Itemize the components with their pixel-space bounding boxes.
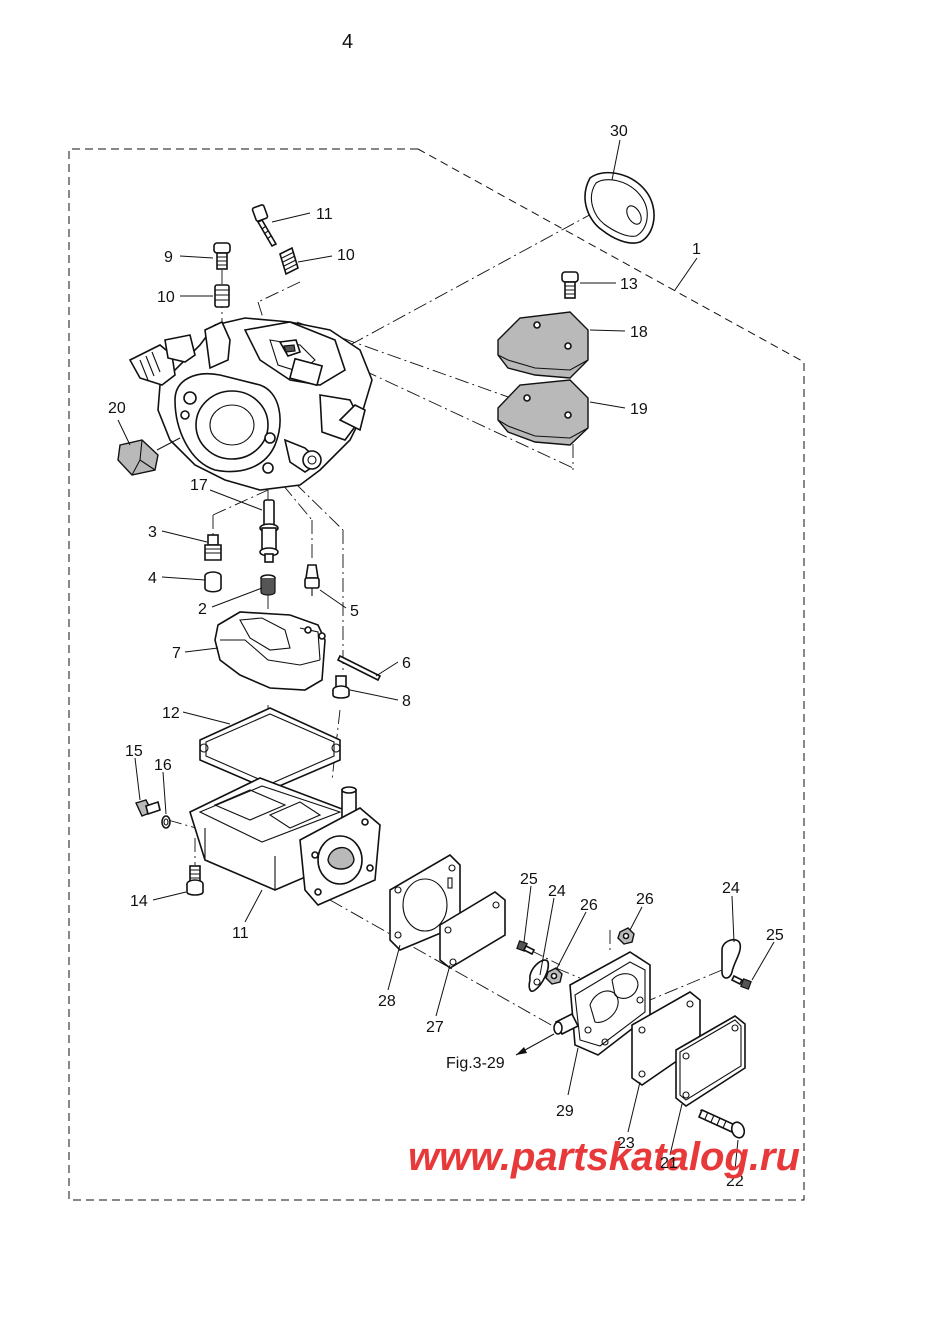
part-2-needle [260, 574, 276, 596]
callout-25-left: 25 [520, 871, 538, 888]
part-6-pin [336, 654, 382, 682]
callout-16: 16 [154, 757, 172, 774]
callout-13: 12 [162, 705, 180, 722]
part-25-screw-right [730, 974, 752, 990]
callout-12: 11 [232, 925, 249, 942]
callout-9: 9 [164, 249, 173, 266]
part-4-plug [204, 571, 222, 593]
callout-24-left: 24 [548, 883, 566, 900]
callout-20: 20 [108, 400, 126, 417]
callout-23: 23 [617, 1135, 635, 1152]
watermark: www.partskatalog.ru [408, 1135, 800, 1179]
leader-lines [117, 139, 775, 1171]
callout-30: 30 [610, 123, 628, 140]
part-24-reed-left [528, 959, 550, 993]
part-12-float-chamber [189, 777, 381, 906]
callout-4: 4 [148, 570, 157, 587]
part-21-cover [675, 1015, 746, 1107]
part-16-washer [161, 815, 171, 829]
callout-14-top: 13 [620, 276, 638, 293]
callout-17: 17 [190, 477, 208, 494]
part-10-spring-upper [279, 246, 299, 276]
callout-3: 3 [148, 524, 157, 541]
part-26-nut-right [617, 927, 635, 945]
part-11-screw [251, 204, 278, 248]
part-15-screw [135, 799, 161, 817]
part-30-gasket [584, 171, 655, 244]
callout-28: 28 [378, 993, 396, 1010]
part-3-jet [204, 534, 222, 561]
part-9-screw [213, 242, 231, 270]
part-20-pad [117, 439, 159, 476]
callout-5: 5 [350, 603, 359, 620]
assembly-boundary [68, 148, 805, 1201]
part-18-cover [497, 311, 589, 379]
part-8-screw [332, 675, 350, 699]
part-13-gasket [199, 707, 341, 791]
part-7-float [214, 611, 326, 691]
callout-18: 18 [630, 324, 648, 341]
callout-10-lower: 10 [157, 289, 175, 306]
part-17-valve-seat [259, 499, 279, 563]
carburetor-body [128, 317, 373, 491]
callout-19: 19 [630, 401, 648, 418]
part-25-screw-left [516, 940, 536, 956]
part-5-valve [304, 564, 320, 596]
callout-21: 21 [660, 1155, 678, 1172]
part-26-nut-left [545, 967, 563, 985]
part-19-gasket [497, 379, 589, 446]
part-22-screw [697, 1108, 746, 1139]
callout-10-upper: 10 [337, 247, 355, 264]
callout-7: 7 [172, 645, 181, 662]
callout-labels: 30 1 11 10 9 10 13 18 19 20 17 3 4 2 5 7… [108, 123, 784, 1190]
callout-11: 11 [316, 206, 333, 223]
part-14-screw-bottom [186, 865, 204, 896]
part-10-spring-lower [214, 284, 230, 308]
callout-26-right: 26 [636, 891, 654, 908]
figure-reference: Fig.3-29 [446, 1055, 505, 1072]
callout-8: 8 [402, 693, 411, 710]
callout-27: 27 [426, 1019, 444, 1036]
callout-15: 15 [125, 743, 143, 760]
part-24-reed-right [721, 938, 742, 979]
callout-2: 2 [198, 601, 207, 618]
callout-29: 29 [556, 1103, 574, 1120]
callout-26-left: 26 [580, 897, 598, 914]
callout-14-bottom: 14 [130, 893, 148, 910]
callout-1: 1 [692, 241, 701, 258]
callout-6: 6 [402, 655, 411, 672]
callout-22: 22 [726, 1173, 744, 1190]
part-27-plate [439, 891, 506, 969]
callout-25-right: 25 [766, 927, 784, 944]
callout-24-right: 24 [722, 880, 740, 897]
page-number: 4 [342, 31, 353, 53]
part-14-screw-top [561, 271, 579, 299]
